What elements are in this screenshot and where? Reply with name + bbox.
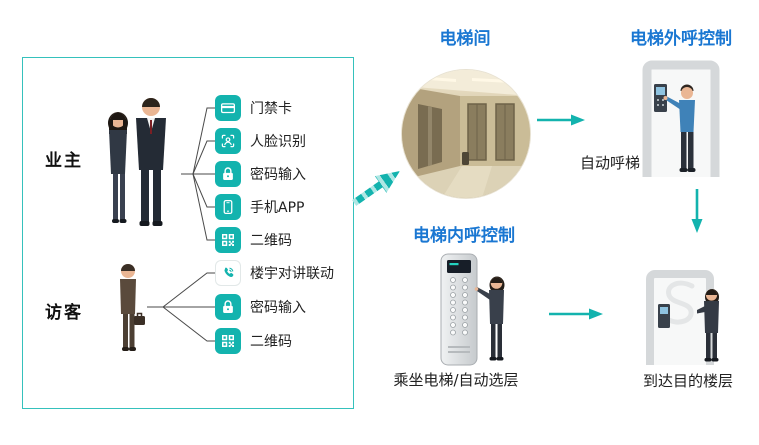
owner-method-row: 门禁卡 [215,95,292,121]
smartphone-app-icon [215,194,241,220]
method-label: 密码输入 [250,300,306,316]
card-icon [215,95,241,121]
method-label: 二维码 [250,233,292,249]
qr-code-icon [215,227,241,253]
external-call-title: 电梯外呼控制 [630,29,732,49]
password-lock-icon [215,294,241,320]
visitor-method-row: 楼宇对讲联动 [215,260,334,286]
internal-call-title: 电梯内呼控制 [413,226,515,246]
destination-floor-scene [636,262,736,371]
owner-method-row: 密码输入 [215,161,306,187]
owner-method-row: 手机APP [215,194,304,220]
external-call-caption: 自动呼梯 [579,154,640,172]
visitor-figure-illustration [120,264,145,351]
access-methods-panel: 业主 访客 [22,57,354,409]
qr-code-icon [215,328,241,354]
method-label: 人脸识别 [250,134,306,150]
owner-method-row: 人脸识别 [215,128,306,154]
visitor-method-row: 二维码 [215,328,292,354]
striped-arrow-icon [348,162,406,212]
elevator-hall-photo [402,70,530,198]
owner-method-row: 二维码 [215,227,292,253]
flow-arrow-external-to-destination [691,189,703,233]
visitor-label: 访客 [45,303,83,323]
hall-title: 电梯间 [439,29,491,49]
owner-label: 业主 [45,151,83,171]
owner-figures-illustration [108,98,166,226]
external-call-scene [635,54,730,183]
method-label: 楼宇对讲联动 [250,266,334,282]
internal-call-scene [438,252,523,371]
method-label: 手机APP [250,200,305,216]
method-label: 二维码 [250,334,292,350]
connector-lines [147,107,215,342]
flow-arrow-hall-to-external [537,114,585,126]
password-lock-icon [215,161,241,187]
face-recognition-icon [215,128,241,154]
visitor-method-row: 密码输入 [215,294,306,320]
method-label: 门禁卡 [250,101,292,117]
method-label: 密码输入 [250,167,306,183]
intercom-phone-icon [215,260,241,286]
internal-call-caption: 乘坐电梯/自动选层 [393,371,519,389]
destination-floor-caption: 到达目的楼层 [642,372,733,390]
flow-arrow-internal-to-destination [549,308,603,320]
